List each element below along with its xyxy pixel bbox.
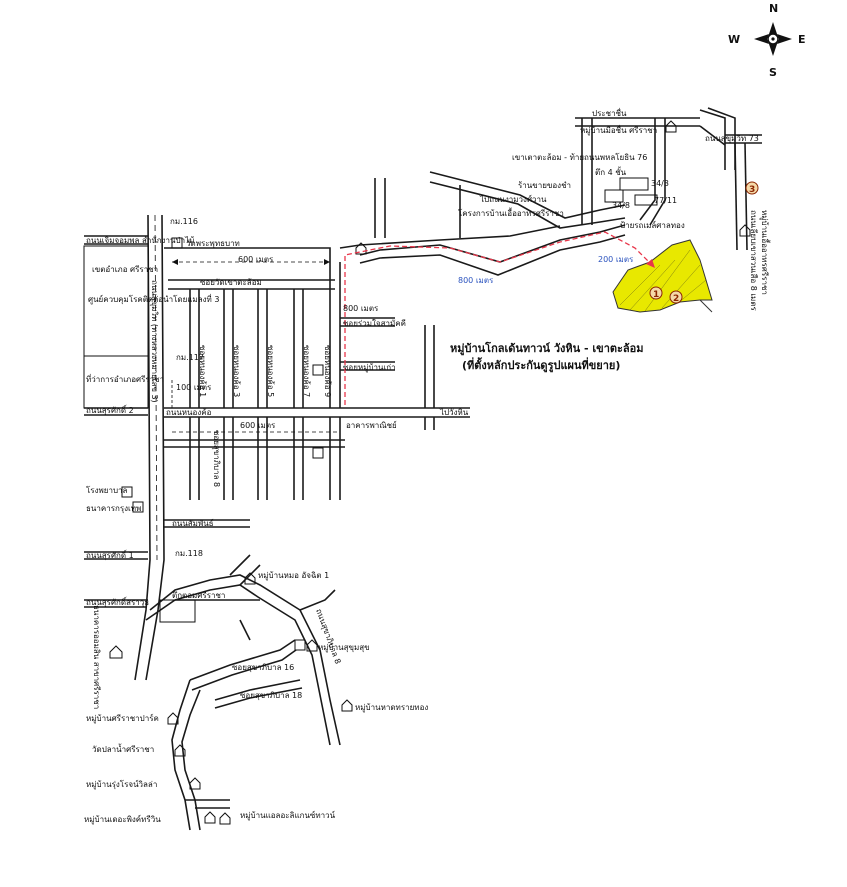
label-soi-sukhaphiban18: ซอยสุขาภิบาล 18 <box>240 691 302 700</box>
label-village-hat-mod: หมู่บ้านหาดทรายทอง <box>355 703 428 713</box>
house-icons <box>109 120 751 825</box>
svg-text:1: 1 <box>653 290 659 300</box>
site-area <box>612 239 713 313</box>
roads <box>84 107 762 831</box>
label-temple-top: วัดพระพุทธบาท <box>186 239 240 248</box>
label-village-elegance: หมู่บ้านแอลอะลิแกนซ์ทาวน์ <box>240 810 336 821</box>
label-district-office: เขตอำเภอ ศรีราชา <box>92 265 158 274</box>
map-labels: ประชาชื่น หมู่บ้านมีอชื่น ศรีราชา ถนนสุข… <box>84 107 759 825</box>
marker-3 <box>745 181 759 195</box>
svg-text:2: 2 <box>673 294 679 304</box>
label-dist-100: 100 เมตร <box>176 383 212 392</box>
label-left-bank: ธนาคารออมสิน สาขาศรีราชา <box>92 605 101 709</box>
label-village-rung: หมู่บ้านรุ่งโรจน์วิลล่า <box>86 779 157 790</box>
label-sukhumvit-main: ถนนสุขุมวิท (ทางหลวงหมายเลข 3) <box>150 280 159 403</box>
svg-text:3: 3 <box>749 185 755 195</box>
label-soi-5: ซอยหนองค้อ 5 <box>266 345 275 397</box>
markers: 1 2 3 <box>649 181 759 304</box>
compass-rose: N S E W <box>728 2 806 79</box>
label-soi-sukhaphiban16: ซอยสุขาภิบาล 16 <box>232 663 294 672</box>
label-soi-3: ซอยหนองค้อ 3 <box>232 345 241 397</box>
label-right-vertical-2: หมู่บ้านเอื้ออาทรศรีราชา <box>759 210 771 295</box>
label-pracha-chuen: ประชาชื่น <box>592 107 627 118</box>
label-dist-800-mid: 800 เมตร <box>343 304 379 313</box>
marker-1 <box>649 286 663 300</box>
label-village-top-right: หมู่บ้านมีอชื่น ศรีราชา <box>580 124 657 136</box>
label-temple-lower: วัดปลาน้ำศรีราชา <box>92 743 154 754</box>
label-km116: กม.116 <box>170 217 198 226</box>
label-soi-khao-tao: ซอยวัดเขาตะล้อม <box>200 278 262 287</box>
label-dist-800-blue: 800 เมตร <box>458 276 494 285</box>
compass-e: E <box>798 33 806 46</box>
label-hospital: โรงพยาบาล <box>86 485 128 495</box>
compass-w: W <box>728 33 740 46</box>
label-forest-office: ถนนเจิมจอมพล สำนักงานป่าไม้ <box>86 236 194 245</box>
label-village-sukhum: หมู่บ้านสุขุมสุข <box>318 643 370 653</box>
label-soi-7: ซอยหนองค้อ 7 <box>302 345 311 397</box>
compass-n: N <box>769 2 778 15</box>
label-soi-phattana: ซอยร่วมใจสามัคคี <box>343 319 406 328</box>
label-project: โครงการบ้านเอื้ออาทรศรีราชา <box>458 207 564 218</box>
marker-2 <box>669 290 683 304</box>
label-dist-600-bottom: 600 เมตร <box>240 421 276 430</box>
label-soi-1: ซอยหนองค้อ 1 <box>198 345 207 397</box>
site-title-line1: หมู่บ้านโกลเด้นทาวน์ วังหิน - เขาตะล้อม <box>450 341 644 356</box>
label-to-wang: ไปวังหิน <box>439 408 469 417</box>
route <box>344 231 656 405</box>
label-village-sriracha-park: หมู่บ้านศรีราชาปาร์ค <box>86 713 159 724</box>
label-nong-kho: ถนนหนองค้อ <box>166 408 212 417</box>
label-si-racha-lower: ตึกตอมศรีราชา <box>172 591 225 600</box>
label-bank: ธนาคารกรุงเทพ <box>86 504 141 513</box>
label-soi-sukhaphiban: ซอยสุขาภิบาล 8 <box>212 430 221 487</box>
vertical-labels: ถนนสุขุมวิท (ทางหลวงหมายเลข 3) ซอยหนองค้… <box>92 210 771 709</box>
label-num-348: 34/8 <box>612 201 630 210</box>
label-suraksa1: ถนนสุรศักดิ์ 1 <box>86 549 134 560</box>
label-bus-stop: ป้ายรถเมล์ศาลทอง <box>620 220 685 230</box>
label-rd-sukha-8: ถนนสุขาภิบาล 8 <box>314 608 342 666</box>
label-shop: ร้านขายของชำ <box>518 181 571 190</box>
label-soi-9: ซอยหนองค้อ 9 <box>323 345 332 397</box>
label-right-vertical: ถนนเลียบเขาสวนเสือ 8 เมตร <box>749 210 758 312</box>
site-title-line2: (ที่ตั้งหลักประกันดูรูปแผนที่ขยาย) <box>462 357 620 373</box>
label-ngam-wong-wan: ถนนสุขุมวิท 73 <box>705 134 759 143</box>
label-suraksa2: ถนนสุรศักดิ์ 2 <box>86 404 134 415</box>
label-dist-200-blue: 200 เมตร <box>598 255 634 264</box>
label-soi-lower: ซอยหมู่บ้านเก่า <box>343 363 396 373</box>
label-commercial: อาคารพาณิชย์ <box>346 420 397 430</box>
label-sukhumvit-near: ถนนสุรศักดิ์สราวุธ <box>86 596 149 607</box>
label-disease-center: ศูนย์ควบคุมโรคติดต่อนำโดยแมลงที่ 3 <box>88 293 219 305</box>
compass-s: S <box>769 66 777 79</box>
label-building: ตึก 4 ชั้น <box>595 166 627 177</box>
label-village-green: หมู่บ้านเดอะพิงค์ทรีวิน <box>84 814 161 825</box>
label-dist-600-top: 600 เมตร <box>238 255 274 264</box>
site-hatch <box>619 249 707 312</box>
site-title: หมู่บ้านโกลเด้นทาวน์ วังหิน - เขาตะล้อม … <box>450 341 644 373</box>
label-klang-road: ไปถนนงามวงศ์วาน <box>479 194 547 204</box>
label-km118: กม.118 <box>175 549 203 558</box>
label-sambanchai: ถนนสัมพันธ์ <box>172 518 214 528</box>
label-km117: กม.117 <box>176 353 204 362</box>
label-district-admin: ที่ว่าการอำเภอศรีราชา <box>86 373 164 384</box>
label-num-7711: 77/11 <box>654 196 677 205</box>
distance-lines <box>171 259 340 433</box>
label-soi-75: เขาเตาตะล้อม - ท้ายถนนพหลโยธิน 76 <box>512 152 647 162</box>
label-num-343: 34/3 <box>651 179 669 188</box>
label-village-mo: หมู่บ้านหมอ อัจฉิต 1 <box>258 571 329 581</box>
buildings <box>83 177 658 651</box>
